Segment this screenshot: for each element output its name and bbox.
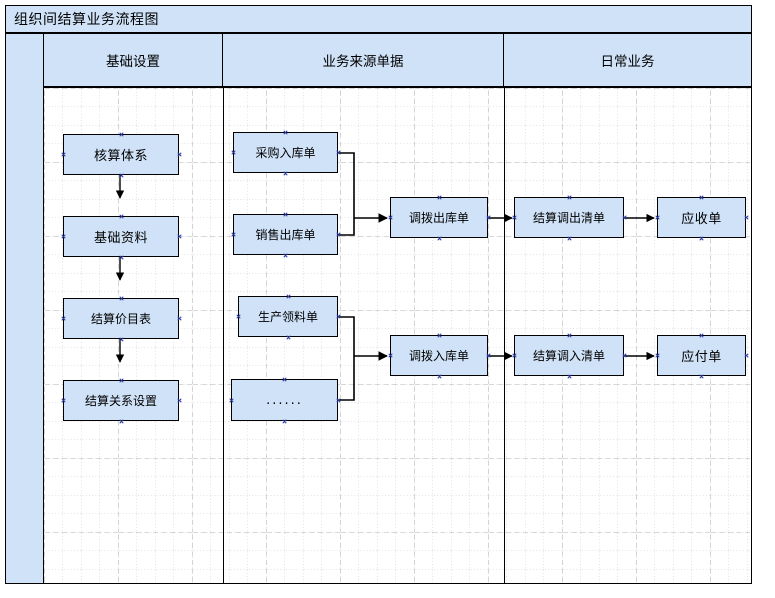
node-settlement-transfer-in-list[interactable]: 结算调入清单 xyxy=(514,335,624,376)
node-basic-data[interactable]: 基础资料 xyxy=(63,216,179,257)
lane-header-source-bills: 业务来源单据 xyxy=(223,34,504,88)
node-settlement-transfer-out-list[interactable]: 结算调出清单 xyxy=(514,197,624,238)
node-purchase-inbound[interactable]: 采购入库单 xyxy=(233,132,338,173)
diagram-frame: 组织间结算业务流程图 基础设置 业务来源单据 日常业务 xyxy=(5,5,752,584)
lane-separator-1 xyxy=(222,88,224,583)
lane-header-basic-setup: 基础设置 xyxy=(44,34,223,88)
node-label: 结算关系设置 xyxy=(84,394,157,408)
page-title: 组织间结算业务流程图 xyxy=(14,12,159,28)
node-accounting-system[interactable]: 核算体系 xyxy=(63,134,179,175)
node-settlement-relation-setup[interactable]: 结算关系设置 xyxy=(63,380,179,421)
node-label: 结算调入清单 xyxy=(532,349,605,363)
node-label: 应付单 xyxy=(681,350,722,365)
lane-header-label: 业务来源单据 xyxy=(322,54,404,70)
lane-separator-2 xyxy=(503,88,505,583)
node-label: 核算体系 xyxy=(93,149,148,164)
node-label: 调拨出库单 xyxy=(408,211,469,225)
node-payable-bill[interactable]: 应付单 xyxy=(657,335,746,376)
node-label: 销售出库单 xyxy=(255,228,316,242)
lane-header-daily-business: 日常业务 xyxy=(504,34,751,88)
node-transfer-outbound[interactable]: 调拨出库单 xyxy=(390,197,488,238)
node-label: 结算调出清单 xyxy=(532,211,605,225)
node-receivable-bill[interactable]: 应收单 xyxy=(657,197,746,238)
node-more-bills[interactable]: ...... xyxy=(231,379,338,421)
node-label: 生产领料单 xyxy=(257,310,318,324)
diagram-title-band: 组织间结算业务流程图 xyxy=(6,6,751,34)
node-transfer-inbound[interactable]: 调拨入库单 xyxy=(390,335,488,376)
node-sales-outbound[interactable]: 销售出库单 xyxy=(233,214,338,255)
node-label: ...... xyxy=(266,392,303,408)
node-production-picking[interactable]: 生产领料单 xyxy=(238,296,338,337)
left-gutter-column xyxy=(6,34,44,583)
lane-header-label: 日常业务 xyxy=(600,54,655,70)
lane-header-label: 基础设置 xyxy=(106,54,160,70)
node-label: 调拨入库单 xyxy=(408,349,469,363)
node-settlement-price-list[interactable]: 结算价目表 xyxy=(63,298,179,339)
node-label: 应收单 xyxy=(681,212,722,227)
node-label: 采购入库单 xyxy=(255,146,316,160)
node-label: 结算价目表 xyxy=(90,312,151,326)
node-label: 基础资料 xyxy=(93,231,148,246)
